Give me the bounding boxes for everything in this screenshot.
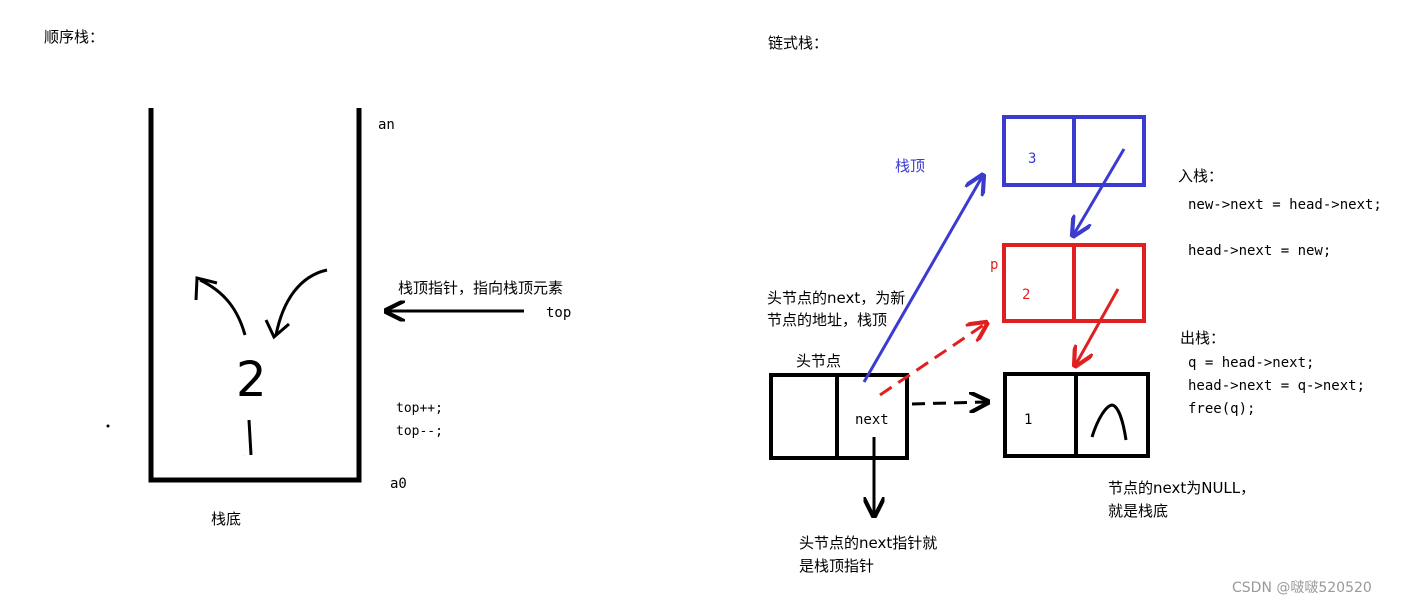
node-bottom-value: 1 — [1024, 412, 1032, 428]
head-note-line1: 头节点的next，为新 — [767, 289, 905, 307]
node-middle-value: 2 — [1022, 287, 1030, 303]
pop-arrowhead — [194, 276, 218, 301]
bottom-note-line1: 节点的next为NULL， — [1108, 479, 1255, 497]
label-an: an — [378, 117, 395, 133]
pop-code-line3: free(q); — [1188, 401, 1255, 417]
push-code-line1: new->next = head->next; — [1188, 197, 1382, 213]
pop-curve-arrow — [199, 278, 247, 336]
op-push: top++; — [396, 401, 443, 416]
label-a0: a0 — [390, 476, 407, 492]
head-note-line2: 节点的地址，栈顶 — [767, 311, 887, 329]
pop-code-line2: head->next = q->next; — [1188, 378, 1365, 394]
head-next-field: next — [855, 412, 889, 428]
stack-element-upper: 2 — [236, 352, 267, 408]
push-arrowhead — [264, 319, 290, 340]
push-curve-arrow — [274, 268, 328, 336]
null-symbol-icon — [1090, 403, 1128, 441]
op-pop: top--; — [396, 424, 443, 439]
push-code-line2: head->next = new; — [1188, 243, 1331, 259]
stack-container — [148, 108, 362, 483]
head-node-label: 头节点 — [796, 352, 841, 370]
head-to-bottom-dashed-arrow — [911, 402, 986, 404]
pop-title: 出栈： — [1180, 329, 1225, 347]
stray-dot — [106, 424, 110, 428]
pop-code-line1: q = head->next; — [1188, 355, 1314, 371]
head-pointer-note-line2: 是栈顶指针 — [799, 557, 874, 575]
top-to-middle-arrow — [1074, 148, 1126, 234]
head-to-middle-dashed-arrow — [879, 324, 985, 397]
head-to-top-arrow — [862, 177, 982, 383]
node-top-value: 3 — [1028, 151, 1036, 167]
linked-stack-title: 链式栈： — [768, 34, 828, 52]
stack-element-lower: 1 — [243, 455, 244, 457]
top-variable: top — [546, 305, 571, 321]
label-stack-bottom: 栈底 — [211, 510, 241, 528]
stack-top-label: 栈顶 — [895, 157, 925, 175]
head-pointer-note-line1: 头节点的next指针就 — [799, 534, 937, 552]
top-pointer-description: 栈顶指针，指向栈顶元素 — [398, 279, 563, 297]
watermark: CSDN @啵啵520520 — [1232, 580, 1372, 596]
bottom-note-line2: 就是栈底 — [1108, 502, 1168, 520]
sequential-stack-title: 顺序栈： — [44, 28, 104, 46]
push-title: 入栈： — [1178, 167, 1223, 185]
p-label: p — [990, 257, 998, 273]
middle-to-bottom-arrow — [1076, 288, 1120, 364]
stack-element-lower-stroke — [247, 419, 253, 456]
